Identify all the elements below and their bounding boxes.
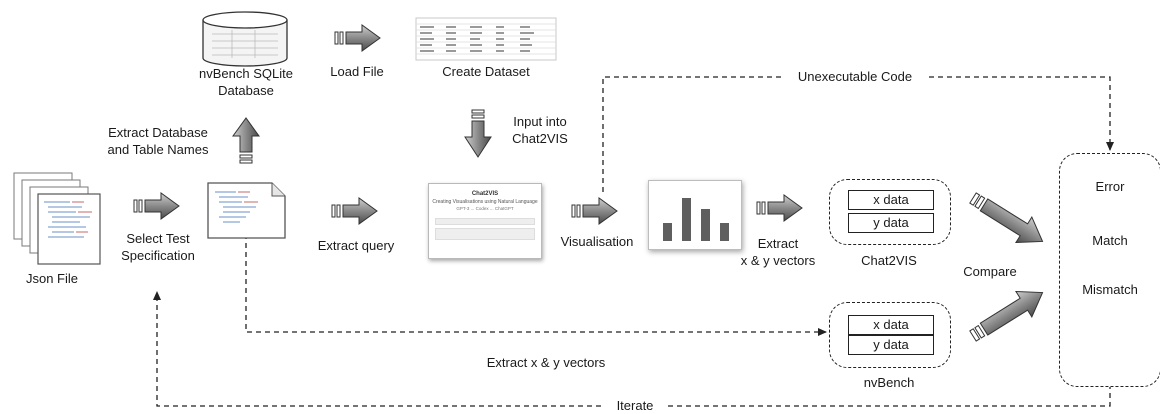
chart-thumb-bar [663,223,672,241]
label-nvbench: nvBench [863,375,915,390]
arrow-select-test [133,192,180,220]
label-nvbench-db-2: Database [218,83,274,98]
arrow-visualisation [571,197,618,225]
label-load-file: Load File [330,64,384,79]
json-file-stack-icon [13,172,101,265]
visualisation-chart-thumbnail [648,180,742,250]
chat2vis-app-window: Chat2VIS Creating Visualisations using N… [428,183,542,259]
outcome-box: Error Match Mismatch [1059,153,1160,387]
arrow-input-chat2vis [464,109,492,158]
chat2vis-query-bar [435,228,535,240]
chart-thumb-bar [682,198,691,241]
label-extract-vec-2: x & y vectors [740,253,816,268]
chat2vis-y-data: y data [848,213,934,233]
nvbench-y-data: y data [848,335,934,355]
label-input-into-1: Input into [513,114,567,129]
nvbench-x-data: x data [848,315,934,335]
dataset-table-thumbnail [415,17,557,61]
label-compare: Compare [963,264,1017,279]
label-extract-vec-1: Extract [757,236,799,251]
test-spec-file-icon [207,182,286,239]
chart-thumb-bar [701,209,710,241]
label-json-file: Json File [25,271,79,286]
label-visualisation: Visualisation [560,234,634,249]
chat2vis-window-models: GPT-3 ... Codex ... ChatGPT [456,206,514,211]
arrow-extract-vectors [756,194,803,222]
outcome-mismatch: Mismatch [1082,282,1138,297]
label-extract-xy-bottom: Extract x & y vectors [486,355,606,370]
arrow-extract-database [232,117,260,164]
arrow-compare-nvbench [969,290,1044,342]
label-chat2vis: Chat2VIS [861,253,917,268]
chat2vis-window-subtitle: Creating Visualisations using Natural La… [432,199,538,205]
label-create-dataset: Create Dataset [442,64,530,79]
unexecutable-code-connector [602,76,1114,192]
chat2vis-vectors-box: x data y data [829,179,951,245]
label-input-into-2: Chat2VIS [512,131,568,146]
chat2vis-window-title: Chat2VIS [471,191,499,197]
database-cylinder-icon [202,11,288,67]
arrow-extract-query [331,197,378,225]
label-extract-db-2: and Table Names [107,142,209,157]
label-unexecutable-code: Unexecutable Code [784,69,926,85]
chat2vis-x-data: x data [848,190,934,210]
label-select-test-1: Select Test [126,231,190,246]
outcome-error: Error [1095,179,1125,194]
chart-thumb-bar [720,223,729,241]
chat2vis-input-bar [435,218,535,225]
label-extract-query: Extract query [317,238,395,253]
nvbench-vectors-box: x data y data [829,302,951,368]
arrow-load-file [334,24,381,52]
arrow-compare-chat2vis [969,192,1044,244]
label-nvbench-db-1: nvBench SQLite [199,66,293,81]
label-iterate: Iterate [605,398,665,414]
outcome-match: Match [1092,233,1128,248]
label-select-test-2: Specification [121,248,195,263]
iterate-connector [153,291,1111,407]
label-extract-db-1: Extract Database [108,125,208,140]
